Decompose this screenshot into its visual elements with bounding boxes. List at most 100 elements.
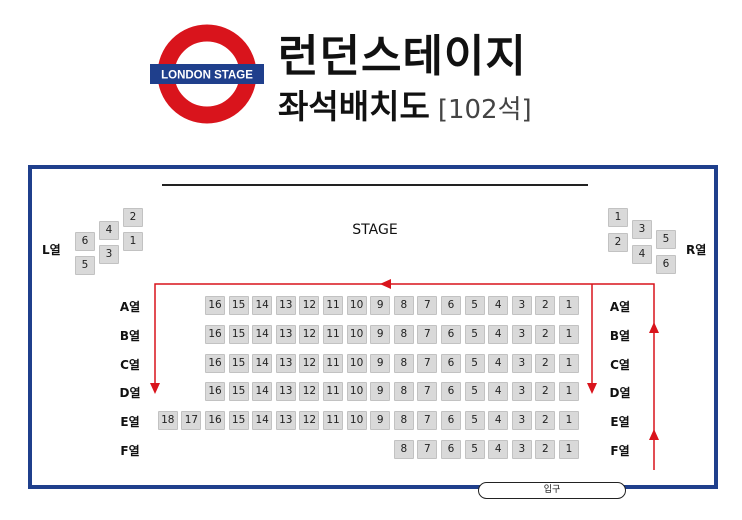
- seat-r3[interactable]: 3: [632, 220, 652, 239]
- seat-b-8[interactable]: 8: [393, 325, 414, 344]
- seat-b-1[interactable]: 1: [559, 325, 579, 344]
- seat-a-9[interactable]: 9: [370, 296, 391, 315]
- seat-b-4[interactable]: 4: [488, 325, 509, 344]
- seat-c-16[interactable]: 16: [205, 354, 225, 373]
- seat-b-16[interactable]: 16: [205, 325, 225, 344]
- seat-c-13[interactable]: 13: [275, 354, 296, 373]
- seat-c-11[interactable]: 11: [323, 354, 343, 373]
- seat-l2[interactable]: 2: [123, 208, 143, 227]
- seat-c-7[interactable]: 7: [417, 354, 438, 373]
- seat-f-4[interactable]: 4: [488, 440, 509, 459]
- seat-d-13[interactable]: 13: [275, 382, 296, 401]
- seat-e-8[interactable]: 8: [393, 411, 414, 430]
- seat-l1[interactable]: 1: [123, 232, 143, 251]
- seat-b-9[interactable]: 9: [370, 325, 391, 344]
- seat-a-14[interactable]: 14: [252, 296, 273, 315]
- seat-f-2[interactable]: 2: [535, 440, 556, 459]
- seat-e-18[interactable]: 18: [157, 411, 178, 430]
- seat-c-2[interactable]: 2: [535, 354, 556, 373]
- seat-e-6[interactable]: 6: [441, 411, 461, 430]
- seat-f-1[interactable]: 1: [559, 440, 579, 459]
- seat-b-7[interactable]: 7: [417, 325, 438, 344]
- seat-f-3[interactable]: 3: [511, 440, 532, 459]
- seat-a-15[interactable]: 15: [228, 296, 249, 315]
- seat-r5[interactable]: 5: [656, 230, 676, 249]
- seat-b-6[interactable]: 6: [441, 325, 461, 344]
- seat-e-5[interactable]: 5: [464, 411, 485, 430]
- seat-c-12[interactable]: 12: [299, 354, 320, 373]
- seat-e-11[interactable]: 11: [323, 411, 343, 430]
- seat-c-3[interactable]: 3: [511, 354, 532, 373]
- seat-l4[interactable]: 4: [99, 221, 119, 240]
- seat-d-10[interactable]: 10: [346, 382, 367, 401]
- seat-f-7[interactable]: 7: [417, 440, 438, 459]
- seat-d-5[interactable]: 5: [464, 382, 485, 401]
- seat-d-4[interactable]: 4: [488, 382, 509, 401]
- seat-f-8[interactable]: 8: [393, 440, 414, 459]
- seat-b-14[interactable]: 14: [252, 325, 273, 344]
- seat-d-9[interactable]: 9: [370, 382, 391, 401]
- seat-a-8[interactable]: 8: [393, 296, 414, 315]
- seat-c-10[interactable]: 10: [346, 354, 367, 373]
- seat-c-9[interactable]: 9: [370, 354, 391, 373]
- seat-b-13[interactable]: 13: [275, 325, 296, 344]
- seat-a-2[interactable]: 2: [535, 296, 556, 315]
- seat-r4[interactable]: 4: [632, 245, 652, 264]
- seat-d-8[interactable]: 8: [393, 382, 414, 401]
- seat-e-15[interactable]: 15: [228, 411, 249, 430]
- seat-r6[interactable]: 6: [656, 255, 676, 274]
- seat-e-2[interactable]: 2: [535, 411, 556, 430]
- seat-e-3[interactable]: 3: [511, 411, 532, 430]
- seat-b-15[interactable]: 15: [228, 325, 249, 344]
- seat-b-12[interactable]: 12: [299, 325, 320, 344]
- seat-e-17[interactable]: 17: [181, 411, 202, 430]
- seat-a-6[interactable]: 6: [441, 296, 461, 315]
- seat-d-2[interactable]: 2: [535, 382, 556, 401]
- seat-c-1[interactable]: 1: [559, 354, 579, 373]
- seat-d-1[interactable]: 1: [559, 382, 579, 401]
- seat-l5[interactable]: 5: [75, 256, 95, 275]
- seat-r2[interactable]: 2: [608, 233, 628, 252]
- seat-e-7[interactable]: 7: [417, 411, 438, 430]
- seat-c-6[interactable]: 6: [441, 354, 461, 373]
- seat-e-13[interactable]: 13: [275, 411, 296, 430]
- seat-b-2[interactable]: 2: [535, 325, 556, 344]
- seat-a-1[interactable]: 1: [559, 296, 579, 315]
- seat-c-5[interactable]: 5: [464, 354, 485, 373]
- seat-d-7[interactable]: 7: [417, 382, 438, 401]
- seat-e-12[interactable]: 12: [299, 411, 320, 430]
- seat-d-11[interactable]: 11: [323, 382, 343, 401]
- seat-e-10[interactable]: 10: [346, 411, 367, 430]
- seat-f-5[interactable]: 5: [464, 440, 485, 459]
- seat-c-4[interactable]: 4: [488, 354, 509, 373]
- entrance[interactable]: 입구: [478, 482, 626, 499]
- seat-a-3[interactable]: 3: [511, 296, 532, 315]
- seat-d-3[interactable]: 3: [511, 382, 532, 401]
- seat-d-16[interactable]: 16: [205, 382, 225, 401]
- seat-a-12[interactable]: 12: [299, 296, 320, 315]
- seat-d-14[interactable]: 14: [252, 382, 273, 401]
- seat-a-4[interactable]: 4: [488, 296, 509, 315]
- seat-a-16[interactable]: 16: [205, 296, 225, 315]
- seat-b-5[interactable]: 5: [464, 325, 485, 344]
- seat-e-14[interactable]: 14: [252, 411, 273, 430]
- seat-d-15[interactable]: 15: [228, 382, 249, 401]
- seat-f-6[interactable]: 6: [441, 440, 461, 459]
- seat-r1[interactable]: 1: [608, 208, 628, 227]
- seat-d-12[interactable]: 12: [299, 382, 320, 401]
- seat-a-10[interactable]: 10: [346, 296, 367, 315]
- seat-c-14[interactable]: 14: [252, 354, 273, 373]
- seat-l6[interactable]: 6: [75, 232, 95, 251]
- seat-e-9[interactable]: 9: [370, 411, 391, 430]
- seat-e-1[interactable]: 1: [559, 411, 579, 430]
- seat-b-3[interactable]: 3: [511, 325, 532, 344]
- seat-c-15[interactable]: 15: [228, 354, 249, 373]
- seat-e-16[interactable]: 16: [205, 411, 225, 430]
- seat-d-6[interactable]: 6: [441, 382, 461, 401]
- seat-a-7[interactable]: 7: [417, 296, 438, 315]
- seat-b-10[interactable]: 10: [346, 325, 367, 344]
- seat-l3[interactable]: 3: [99, 245, 119, 264]
- seat-a-11[interactable]: 11: [323, 296, 343, 315]
- seat-b-11[interactable]: 11: [323, 325, 343, 344]
- seat-e-4[interactable]: 4: [488, 411, 509, 430]
